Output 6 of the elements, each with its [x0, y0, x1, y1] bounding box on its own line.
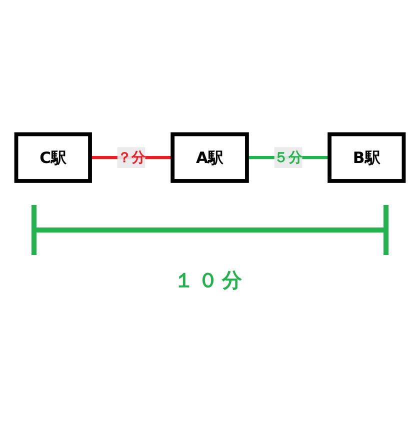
dimension-label: １０分 — [174, 267, 246, 294]
edge-label: ５分 — [274, 149, 302, 166]
node-box: B駅 — [328, 132, 406, 183]
edge-label: ？分 — [117, 149, 146, 166]
node-box: C駅 — [14, 132, 92, 183]
node-box: A駅 — [170, 132, 249, 183]
